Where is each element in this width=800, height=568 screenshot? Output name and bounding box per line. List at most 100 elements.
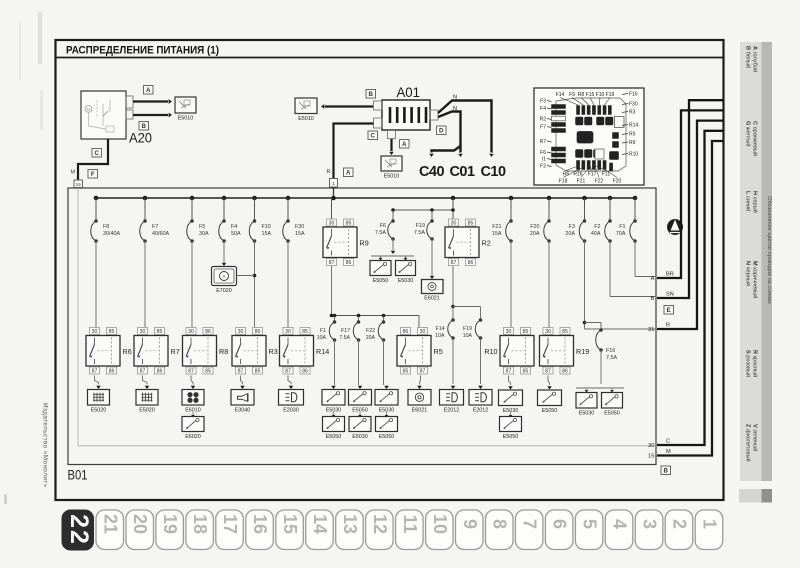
svg-text:20A: 20A <box>530 231 540 237</box>
svg-text:L синий: L синий <box>745 191 752 211</box>
svg-text:F20: F20 <box>530 224 539 230</box>
svg-text:R7: R7 <box>540 139 547 145</box>
svg-text:3: 3 <box>640 519 660 529</box>
svg-text:4: 4 <box>610 519 630 529</box>
svg-text:F30: F30 <box>295 224 304 230</box>
svg-text:F19: F19 <box>606 92 615 98</box>
svg-text:30/40A: 30/40A <box>103 231 120 237</box>
svg-text:E5050: E5050 <box>503 434 519 440</box>
svg-text:85: 85 <box>562 329 568 335</box>
svg-text:E5010: E5010 <box>178 116 194 122</box>
svg-text:F1: F1 <box>320 328 326 334</box>
svg-text:R5: R5 <box>434 347 443 356</box>
svg-text:C оранжевый: C оранжевый <box>752 121 759 156</box>
svg-text:30: 30 <box>545 329 551 335</box>
svg-text:A: A <box>651 276 655 282</box>
svg-text:E6010: E6010 <box>185 408 201 414</box>
svg-text:87: 87 <box>420 368 426 374</box>
svg-text:M: M <box>666 449 671 455</box>
svg-text:R3: R3 <box>629 110 636 116</box>
svg-text:F4: F4 <box>231 224 237 230</box>
svg-text:E5050: E5050 <box>604 411 620 417</box>
svg-text:19: 19 <box>160 514 180 534</box>
svg-text:F19: F19 <box>416 223 425 229</box>
svg-text:R10: R10 <box>484 347 497 356</box>
svg-text:30: 30 <box>329 220 335 226</box>
svg-text:Обозначение цветов проводов на: Обозначение цветов проводов на схемах <box>766 196 772 304</box>
svg-text:F7: F7 <box>152 224 158 230</box>
svg-text:18: 18 <box>190 514 210 534</box>
svg-text:F2: F2 <box>594 224 600 230</box>
svg-text:B белый: B белый <box>745 46 752 68</box>
svg-text:15A: 15A <box>262 231 272 237</box>
svg-text:87: 87 <box>451 260 457 266</box>
svg-text:7.5A: 7.5A <box>339 335 350 341</box>
svg-text:E5050: E5050 <box>326 434 342 440</box>
svg-text:9: 9 <box>460 519 480 529</box>
svg-text:F8: F8 <box>103 224 109 230</box>
svg-text:R9: R9 <box>360 238 369 247</box>
svg-text:C01: C01 <box>449 164 475 180</box>
svg-text:E5050: E5050 <box>373 278 389 284</box>
svg-text:86: 86 <box>562 368 568 374</box>
svg-text:13: 13 <box>340 514 360 534</box>
svg-text:F21: F21 <box>577 179 586 185</box>
svg-text:F5: F5 <box>199 224 205 230</box>
svg-text:C40: C40 <box>419 164 445 180</box>
svg-text:B: B <box>142 123 147 130</box>
svg-text:F3: F3 <box>569 224 575 230</box>
svg-text:E2012: E2012 <box>444 408 460 414</box>
svg-text:E3040: E3040 <box>235 408 251 414</box>
svg-text:86: 86 <box>302 368 308 374</box>
svg-text:5: 5 <box>580 519 600 529</box>
svg-text:30: 30 <box>451 220 457 226</box>
svg-text:20: 20 <box>130 514 150 534</box>
svg-text:R19: R19 <box>576 347 589 356</box>
svg-text:A: A <box>146 87 151 94</box>
svg-text:R2: R2 <box>540 117 547 123</box>
svg-text:40/60A: 40/60A <box>152 231 169 237</box>
svg-text:31: 31 <box>648 327 654 333</box>
svg-text:1: 1 <box>700 519 720 529</box>
svg-text:B: B <box>664 467 669 474</box>
svg-text:R9: R9 <box>629 140 636 146</box>
svg-text:30: 30 <box>506 329 512 335</box>
svg-text:F17: F17 <box>341 328 350 334</box>
svg-text:F4: F4 <box>540 106 546 112</box>
svg-text:F20: F20 <box>613 179 622 185</box>
svg-text:R14: R14 <box>629 123 638 129</box>
svg-text:87: 87 <box>285 368 291 374</box>
svg-text:30: 30 <box>140 329 146 335</box>
svg-text:1: 1 <box>332 181 335 187</box>
svg-text:85: 85 <box>346 220 352 226</box>
svg-text:30: 30 <box>92 329 98 335</box>
svg-text:E5010: E5010 <box>384 174 400 180</box>
svg-text:12: 12 <box>370 514 390 534</box>
svg-text:15: 15 <box>648 454 654 460</box>
svg-text:F6: F6 <box>540 150 546 156</box>
svg-text:86: 86 <box>157 368 163 374</box>
svg-text:86: 86 <box>109 368 115 374</box>
svg-text:15A: 15A <box>492 231 502 237</box>
svg-text:11: 11 <box>400 514 420 533</box>
svg-text:10A: 10A <box>435 333 445 339</box>
svg-text:85: 85 <box>468 220 474 226</box>
svg-text:21: 21 <box>100 514 120 534</box>
svg-text:30A: 30A <box>199 231 209 237</box>
svg-text:E5030: E5030 <box>379 408 395 414</box>
svg-text:87: 87 <box>188 368 194 374</box>
svg-text:86: 86 <box>403 329 409 335</box>
svg-text:R2: R2 <box>482 238 491 247</box>
svg-text:87: 87 <box>238 368 244 374</box>
svg-text:10: 10 <box>430 514 450 534</box>
svg-text:V зеленый: V зеленый <box>752 424 759 451</box>
svg-text:РАСПРЕДЕЛЕНИЕ ПИТАНИЯ (1): РАСПРЕДЕЛЕНИЕ ПИТАНИЯ (1) <box>66 45 219 57</box>
svg-text:E5020: E5020 <box>91 408 107 414</box>
svg-text:30: 30 <box>188 329 194 335</box>
svg-text:BR: BR <box>666 272 674 278</box>
svg-text:F30: F30 <box>629 102 638 108</box>
svg-text:85: 85 <box>109 329 115 335</box>
svg-text:F22: F22 <box>595 179 604 185</box>
svg-text:E6020: E6020 <box>185 434 201 440</box>
svg-text:I1: I1 <box>542 157 546 163</box>
